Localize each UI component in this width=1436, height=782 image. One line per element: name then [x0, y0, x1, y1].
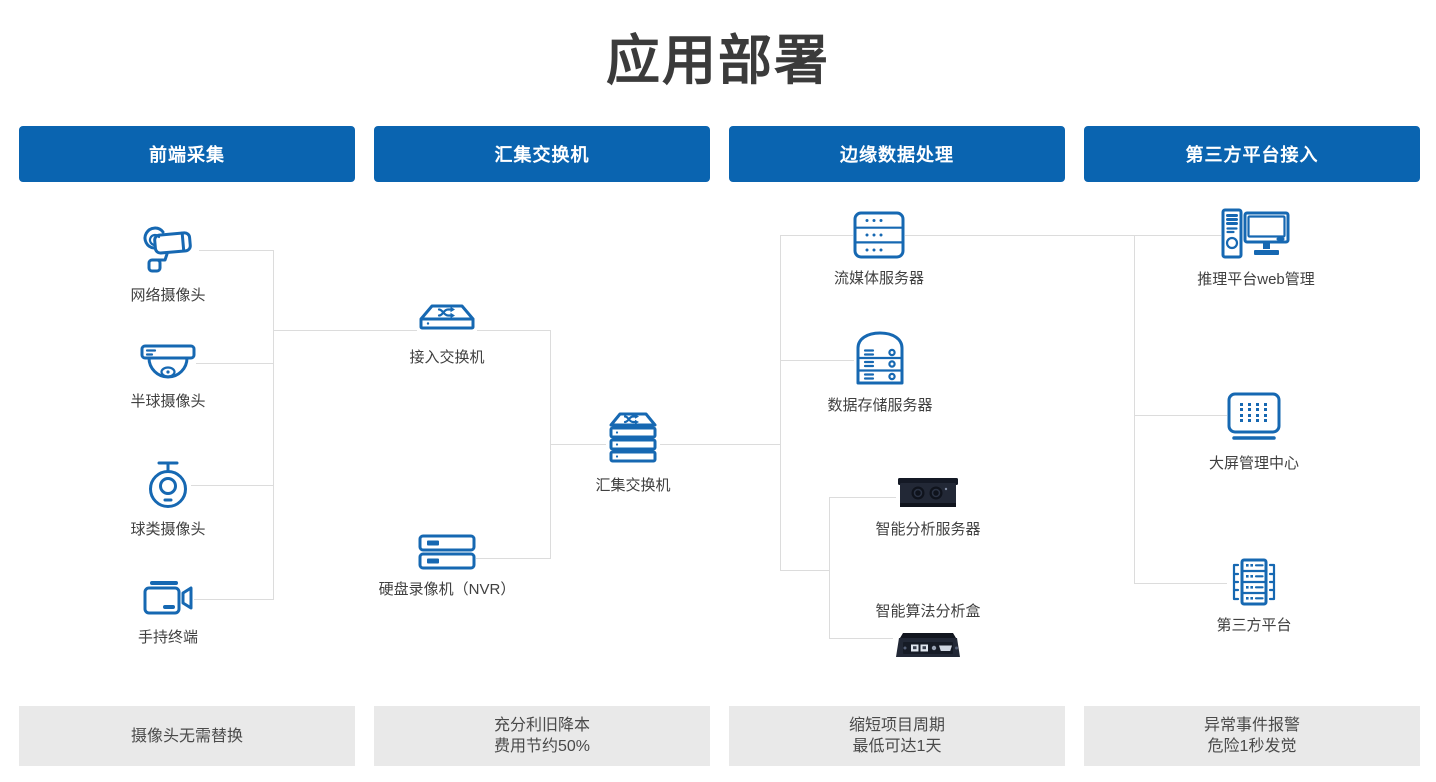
column-header-edge-processing: 边缘数据处理: [729, 126, 1065, 182]
benefit-line: 最低可达1天: [852, 738, 942, 755]
node-access-switch: 接入交换机: [382, 304, 512, 367]
connector-line: [550, 444, 606, 445]
benefit-card-schedule: 缩短项目周期 最低可达1天: [729, 706, 1065, 766]
node-label: 数据存储服务器: [827, 397, 933, 414]
column-header-thirdparty-access: 第三方平台接入: [1084, 126, 1420, 182]
benefit-line: 摄像头无需替换: [130, 727, 243, 745]
column-header-aggregation-switch: 汇集交换机: [374, 126, 710, 182]
page-title: 应用部署: [606, 31, 830, 91]
rack-server-image: [898, 478, 958, 507]
benefit-line: 缩短项目周期: [848, 717, 945, 734]
connector-line: [660, 444, 781, 445]
connector-line: [1134, 415, 1227, 416]
dome-camera-icon: [140, 344, 196, 379]
connector-line: [194, 599, 274, 600]
node-label: 智能分析服务器: [875, 521, 981, 538]
node-nvr: 硬盘录像机（NVR）: [367, 534, 527, 599]
node-label: 流媒体服务器: [833, 270, 924, 287]
node-storage-server: 数据存储服务器: [815, 328, 945, 415]
benefit-line: 异常事件报警: [1203, 717, 1300, 734]
node-label: 球类摄像头: [130, 521, 206, 538]
connector-line: [780, 570, 830, 571]
connector-line: [829, 497, 830, 638]
node-ptz-camera: 球类摄像头: [103, 460, 233, 539]
benefit-card-cameras: 摄像头无需替换: [19, 706, 355, 766]
node-network-camera: 网络摄像头: [103, 226, 233, 305]
node-streaming-server: 流媒体服务器: [814, 211, 944, 288]
connector-line: [199, 250, 274, 251]
network-switch-icon: [419, 304, 475, 330]
connector-line: [273, 330, 417, 331]
node-aggregation-switch: 汇集交换机: [568, 412, 698, 495]
connector-line: [191, 485, 274, 486]
node-label: 大屏管理中心: [1208, 455, 1299, 472]
connector-line: [829, 497, 896, 498]
led-wall-icon: [1227, 392, 1281, 440]
benefit-line: 危险1秒发觉: [1207, 738, 1297, 755]
connector-line: [196, 363, 274, 364]
connector-line: [829, 638, 893, 639]
node-label: 硬盘录像机（NVR）: [378, 581, 516, 598]
column-header-frontend-capture: 前端采集: [19, 126, 355, 182]
connector-line: [1134, 235, 1135, 583]
benefit-card-alert: 异常事件报警 危险1秒发觉: [1084, 706, 1420, 766]
bullet-camera-icon: [143, 226, 192, 273]
connector-line: [1134, 583, 1227, 584]
node-bigscreen-center: 大屏管理中心: [1189, 392, 1319, 473]
connector-line: [780, 235, 853, 236]
benefit-line: 充分利旧降本: [493, 717, 590, 734]
node-label: 第三方平台: [1216, 617, 1292, 634]
platform-server-icon: [1232, 558, 1276, 606]
edge-analysis-box-image: [896, 633, 960, 657]
node-thirdparty-platform: 第三方平台: [1189, 558, 1319, 635]
stacked-switch-icon: [609, 412, 657, 463]
ptz-camera-icon: [149, 461, 187, 508]
node-label: 汇集交换机: [595, 477, 671, 494]
node-dome-camera: 半球摄像头: [103, 344, 233, 411]
node-inference-web-management: 推理平台web管理: [1186, 208, 1326, 289]
connector-line: [476, 558, 551, 559]
benefit-card-cost: 充分利旧降本 费用节约50%: [374, 706, 710, 766]
connector-line: [273, 250, 274, 600]
storage-server-icon: [856, 331, 904, 385]
workstation-icon: [1221, 208, 1290, 259]
node-label: 手持终端: [137, 629, 198, 646]
node-label: 推理平台web管理: [1197, 271, 1315, 288]
node-handheld-terminal: 手持终端: [103, 580, 233, 647]
node-label: 接入交换机: [409, 349, 485, 366]
connector-line: [477, 330, 551, 331]
node-analysis-box: 智能算法分析盒: [858, 600, 998, 663]
nvr-icon: [418, 534, 476, 570]
connector-line: [1134, 235, 1221, 236]
connector-line: [780, 235, 781, 570]
benefit-line: 费用节约50%: [493, 738, 591, 755]
connector-line: [780, 360, 854, 361]
node-analysis-server: 智能分析服务器: [863, 476, 993, 539]
node-label: 半球摄像头: [130, 393, 206, 410]
media-server-icon: [853, 211, 905, 259]
connector-line: [905, 235, 1135, 236]
node-label: 网络摄像头: [130, 287, 206, 304]
node-label: 智能算法分析盒: [875, 603, 981, 620]
camcorder-icon: [143, 581, 193, 615]
